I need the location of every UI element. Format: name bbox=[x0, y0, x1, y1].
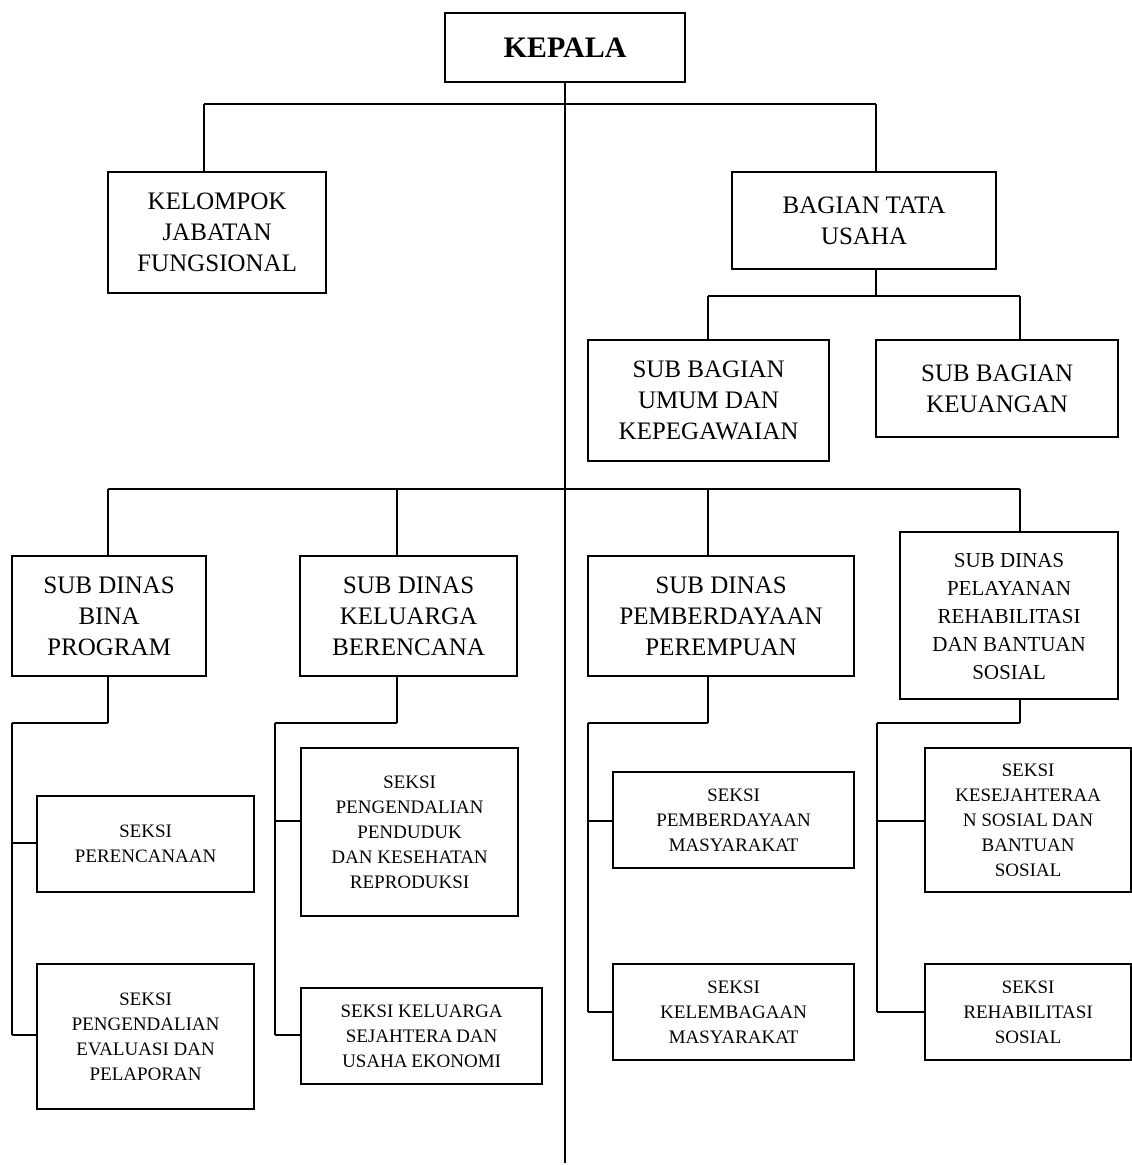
node-bagian-tata-usaha-label: BAGIAN TATA USAHA bbox=[782, 191, 946, 250]
node-seksi-perencanaan: SEKSI PERENCANAAN bbox=[36, 795, 255, 893]
node-sub-dinas-pemberdayaan-perempuan: SUB DINAS PEMBERDAYAAN PEREMPUAN bbox=[587, 555, 855, 677]
node-seksi-kesejahteraan-sosial-label: SEKSI KESEJAHTERAA N SOSIAL DAN BANTUAN … bbox=[955, 759, 1101, 881]
node-sub-bagian-keuangan-label: SUB BAGIAN KEUANGAN bbox=[920, 359, 1074, 418]
node-seksi-rehabilitasi-sosial: SEKSI REHABILITASI SOSIAL bbox=[924, 963, 1132, 1061]
node-sub-dinas-pelayanan-rehabilitasi-label: SUB DINAS PELAYANAN REHABILITASI DAN BAN… bbox=[932, 547, 1086, 684]
node-sub-dinas-keluarga-berencana-label: SUB DINAS KELUARGA BERENCANA bbox=[332, 571, 485, 661]
node-kelompok-jabatan-fungsional-label: KELOMPOK JABATAN FUNGSIONAL bbox=[137, 188, 297, 277]
node-seksi-perencanaan-label: SEKSI PERENCANAAN bbox=[74, 821, 217, 867]
node-seksi-pengendalian-evaluasi-label: SEKSI PENGENDALIAN EVALUASI DAN PELAPORA… bbox=[71, 988, 220, 1085]
node-bagian-tata-usaha: BAGIAN TATA USAHA bbox=[731, 171, 997, 270]
node-sub-dinas-pemberdayaan-perempuan-label: SUB DINAS PEMBERDAYAAN PEREMPUAN bbox=[619, 571, 823, 661]
node-seksi-pemberdayaan-masyarakat: SEKSI PEMBERDAYAAN MASYARAKAT bbox=[612, 771, 855, 869]
node-sub-bagian-umum-kepegawaian: SUB BAGIAN UMUM DAN KEPEGAWAIAN bbox=[587, 339, 830, 462]
node-seksi-pengendalian-penduduk: SEKSI PENGENDALIAN PENDUDUK DAN KESEHATA… bbox=[300, 747, 519, 917]
node-kepala-label: KEPALA bbox=[503, 30, 627, 64]
node-seksi-keluarga-sejahtera-label: SEKSI KELUARGA SEJAHTERA DAN USAHA EKONO… bbox=[340, 1000, 503, 1072]
node-sub-bagian-umum-kepegawaian-label: SUB BAGIAN UMUM DAN KEPEGAWAIAN bbox=[618, 356, 799, 445]
node-seksi-keluarga-sejahtera: SEKSI KELUARGA SEJAHTERA DAN USAHA EKONO… bbox=[300, 987, 543, 1085]
node-seksi-pengendalian-evaluasi: SEKSI PENGENDALIAN EVALUASI DAN PELAPORA… bbox=[36, 963, 255, 1110]
node-sub-dinas-keluarga-berencana: SUB DINAS KELUARGA BERENCANA bbox=[299, 555, 518, 677]
node-sub-bagian-keuangan: SUB BAGIAN KEUANGAN bbox=[875, 339, 1119, 438]
node-seksi-pengendalian-penduduk-label: SEKSI PENGENDALIAN PENDUDUK DAN KESEHATA… bbox=[331, 771, 488, 893]
node-seksi-kelembagaan-masyarakat-label: SEKSI KELEMBAGAAN MASYARAKAT bbox=[660, 976, 807, 1048]
node-seksi-pemberdayaan-masyarakat-label: SEKSI PEMBERDAYAAN MASYARAKAT bbox=[656, 784, 811, 856]
node-kelompok-jabatan-fungsional: KELOMPOK JABATAN FUNGSIONAL bbox=[107, 171, 327, 294]
node-kepala: KEPALA bbox=[444, 12, 686, 83]
node-seksi-kelembagaan-masyarakat: SEKSI KELEMBAGAAN MASYARAKAT bbox=[612, 963, 855, 1061]
node-sub-dinas-bina-program: SUB DINAS BINA PROGRAM bbox=[11, 555, 207, 677]
node-seksi-rehabilitasi-sosial-label: SEKSI REHABILITASI SOSIAL bbox=[963, 976, 1093, 1048]
node-sub-dinas-pelayanan-rehabilitasi: SUB DINAS PELAYANAN REHABILITASI DAN BAN… bbox=[899, 531, 1119, 700]
node-sub-dinas-bina-program-label: SUB DINAS BINA PROGRAM bbox=[43, 571, 175, 661]
node-seksi-kesejahteraan-sosial: SEKSI KESEJAHTERAA N SOSIAL DAN BANTUAN … bbox=[924, 747, 1132, 893]
